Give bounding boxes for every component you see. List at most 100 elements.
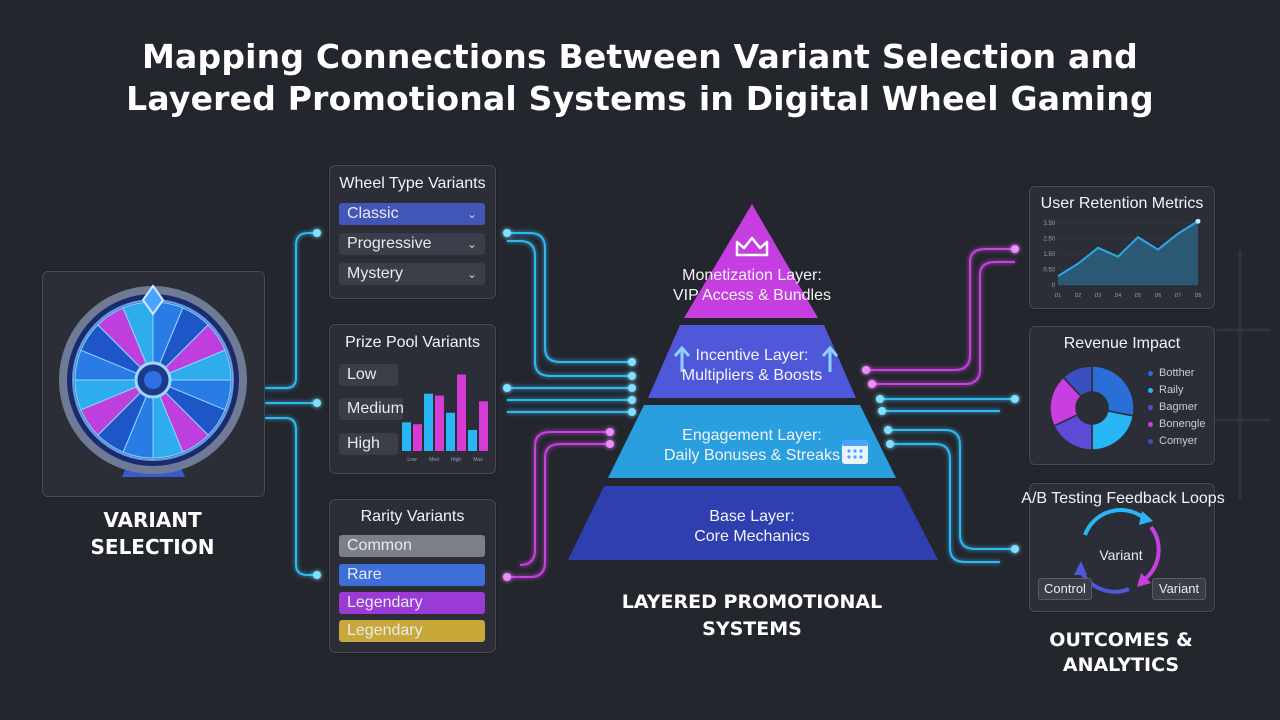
legend-item: Bonengle [1148, 418, 1206, 430]
wheel-type-option-classic[interactable]: Classic ⌄ [339, 203, 485, 225]
option-label: Progressive [347, 235, 432, 252]
area-fill [1058, 221, 1198, 285]
tier-title: Engagement Layer: [682, 427, 822, 444]
x-tick-label: D3 [1095, 293, 1102, 299]
bar [468, 429, 477, 451]
legend-item: Comyer [1148, 435, 1198, 447]
tick-label: High [451, 457, 462, 463]
tier-subtitle: VIP Access & Bundles [672, 287, 831, 304]
node-dot [628, 372, 636, 380]
wheel-type-option-mystery[interactable]: Mystery ⌄ [339, 263, 485, 285]
level-label: Medium [347, 400, 404, 417]
prize-pool-title: Prize Pool Variants [345, 334, 480, 351]
y-tick-label: 3.50 [1043, 221, 1055, 227]
tier-subtitle: Core Mechanics [694, 528, 810, 545]
node-dot [313, 229, 321, 237]
wire-wheel-wheeltype [264, 232, 316, 389]
node-dot [503, 229, 511, 237]
variant-selection-line1: VARIANT [103, 508, 202, 532]
ab-variant-badge[interactable]: Variant [1152, 578, 1206, 600]
bar [446, 412, 455, 451]
variant-selection-line2: SELECTION [90, 535, 215, 559]
option-label: Legendary [347, 594, 423, 611]
y-tick-label: 1.50 [1043, 252, 1055, 258]
legend-swatch [1148, 438, 1153, 444]
ab-control-badge[interactable]: Control [1038, 578, 1092, 600]
wire-pyramid-retention-1 [866, 248, 1015, 371]
y-tick-label: 2.50 [1043, 237, 1055, 243]
bar [424, 393, 433, 451]
legend-label: Botther [1159, 367, 1195, 379]
node-dot [886, 440, 894, 448]
prize-level-low[interactable]: Low [339, 364, 398, 386]
tier-monetization-text: Monetization Layer: VIP Access & Bundles [640, 266, 864, 306]
option-label: Mystery [347, 265, 403, 282]
tick-label: Low [407, 457, 417, 463]
wheel-segment [152, 349, 232, 381]
revenue-title: Revenue Impact [1063, 335, 1181, 352]
node-dot [884, 426, 892, 434]
legend-label: Bonengle [1159, 418, 1206, 430]
wire-wheel-rarity [264, 417, 316, 576]
node-dot [628, 384, 636, 392]
node-dot [503, 384, 511, 392]
outcomes-line1: OUTCOMES & [1049, 629, 1193, 651]
prize-level-high[interactable]: High [339, 433, 398, 455]
bar [479, 401, 488, 451]
wire-pyramid-ab-2 [890, 443, 1000, 563]
rarity-option-legendary-gold[interactable]: Legendary [339, 620, 485, 642]
prize-wheel-icon[interactable] [43, 272, 264, 496]
tier-base-text: Base Layer: Core Mechanics [652, 507, 852, 547]
node-dot [868, 380, 876, 388]
legend-swatch [1148, 404, 1153, 410]
bar [435, 395, 444, 451]
wheel-type-panel: Wheel Type Variants Classic ⌄ Progressiv… [329, 165, 496, 299]
tier-subtitle: Daily Bonuses & Streaks [663, 447, 841, 464]
feedback-loop-icon [1074, 508, 1161, 594]
x-tick-label: D7 [1175, 293, 1182, 299]
legend-item: Raily [1148, 384, 1183, 396]
rarity-option-rare[interactable]: Rare [339, 564, 485, 586]
bar [413, 424, 422, 451]
x-tick-label: D8 [1195, 293, 1202, 299]
prize-level-medium[interactable]: Medium [339, 398, 404, 420]
node-dot [313, 399, 321, 407]
wire-pyramid-retention-2 [872, 261, 1015, 385]
wheel-type-option-progressive[interactable]: Progressive ⌄ [339, 233, 485, 255]
chevron-down-icon: ⌄ [466, 237, 477, 251]
legend-swatch [1148, 387, 1153, 393]
rarity-option-common[interactable]: Common [339, 535, 485, 557]
rarity-option-legendary[interactable]: Legendary [339, 592, 485, 614]
legend-label: Bagmer [1159, 401, 1198, 413]
rarity-title: Rarity Variants [360, 508, 465, 525]
y-tick-label: 0.50 [1043, 268, 1055, 274]
node-dot [628, 408, 636, 416]
outcomes-line2: ANALYTICS [1062, 654, 1180, 676]
chevron-down-icon: ⌄ [466, 207, 477, 221]
legend-label: Comyer [1159, 435, 1198, 447]
tier-incentive-text: Incentive Layer: Multipliers & Boosts [660, 346, 844, 386]
tier-title: Monetization Layer: [682, 267, 822, 284]
ab-testing-title: A/B Testing Feedback Loops [1021, 490, 1225, 507]
wheel-type-title: Wheel Type Variants [339, 175, 486, 192]
tier-title: Base Layer: [709, 508, 795, 525]
revenue-donut-chart [1049, 365, 1135, 451]
tier-engagement-text: Engagement Layer: Daily Bonuses & Streak… [642, 426, 862, 466]
tick-label: Med [429, 457, 439, 463]
node-dot [1011, 395, 1019, 403]
x-tick-label: D1 [1055, 293, 1062, 299]
legend-item: Bagmer [1148, 401, 1198, 413]
node-dot [503, 573, 511, 581]
page-title: Mapping Connections Between Variant Sele… [0, 36, 1280, 120]
legend-swatch [1148, 370, 1153, 376]
title-line-1: Mapping Connections Between Variant Sele… [142, 37, 1138, 76]
node-dot [1011, 545, 1019, 553]
wire-pyramid-ab-1 [888, 429, 1015, 550]
bar [402, 422, 411, 451]
wire-rarity-pyramid-2 [519, 431, 608, 566]
variant-wheel-panel [42, 271, 265, 497]
